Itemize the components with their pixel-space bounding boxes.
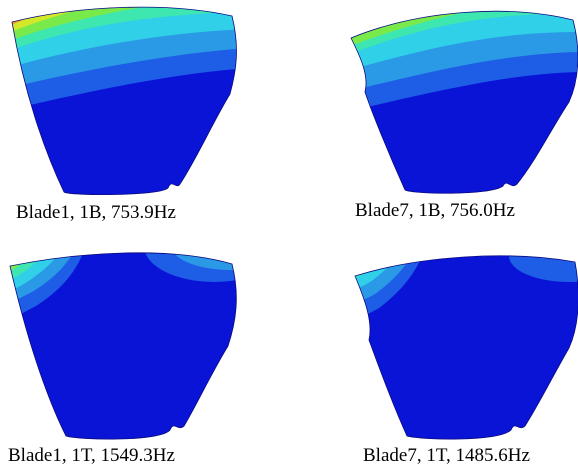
blade1-torsion-contour-plot bbox=[9, 252, 237, 440]
blade1-bending-mode-panel: Blade1, 1B, 753.9Hz bbox=[0, 0, 289, 236]
figure-caption: Blade1, 1T, 1549.3Hz bbox=[8, 445, 175, 466]
blade7-torsion-contour-plot bbox=[354, 255, 578, 440]
blade7-bending-contour-plot bbox=[350, 10, 578, 194]
figure-caption: Blade7, 1B, 756.0Hz bbox=[355, 200, 515, 221]
blade7-torsion-mode-panel: Blade7, 1T, 1485.6Hz bbox=[289, 236, 578, 472]
figure-caption: Blade7, 1T, 1485.6Hz bbox=[363, 445, 530, 466]
figure-caption: Blade1, 1B, 753.9Hz bbox=[16, 202, 176, 223]
blade1-torsion-mode-panel: Blade1, 1T, 1549.3Hz bbox=[0, 236, 289, 472]
blade1-bending-contour-plot bbox=[11, 6, 237, 195]
blade7-bending-mode-panel: Blade7, 1B, 756.0Hz bbox=[289, 0, 578, 236]
